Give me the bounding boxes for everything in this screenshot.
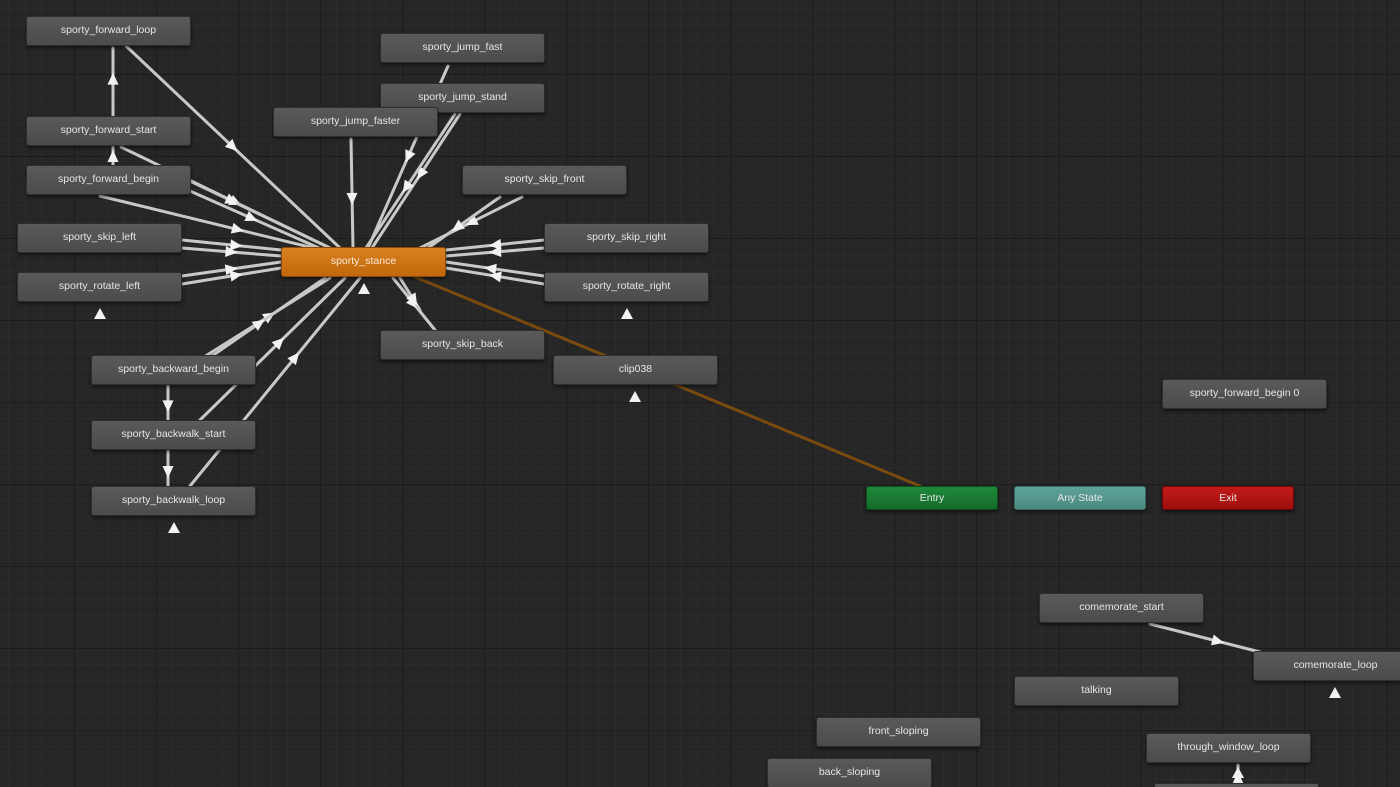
transition-line[interactable] xyxy=(1148,622,1262,654)
self-transition-marker xyxy=(1329,687,1341,698)
transition-line[interactable] xyxy=(198,276,347,422)
transition-arrow-icon xyxy=(224,138,238,152)
state-sporty-jump-fast[interactable]: sporty_jump_fast xyxy=(380,33,545,63)
transition-arrow-icon xyxy=(465,214,479,226)
self-transition-marker xyxy=(358,283,370,294)
transition-arrow-icon xyxy=(224,193,238,204)
transition-line[interactable] xyxy=(426,195,502,250)
transition-arrow-icon xyxy=(405,149,416,163)
transition-arrow-icon xyxy=(244,210,258,222)
state-sporty-backwalk-loop[interactable]: sporty_backwalk_loop xyxy=(91,486,256,516)
transition-arrow-icon xyxy=(107,72,119,85)
self-transition-marker xyxy=(1232,767,1244,778)
transition-line[interactable] xyxy=(370,112,462,250)
state-sporty-forward-begin-0[interactable]: sporty_forward_begin 0 xyxy=(1162,379,1327,409)
transition-arrow-icon xyxy=(451,219,465,232)
self-transition-marker xyxy=(621,308,633,319)
transition-arrow-icon xyxy=(251,319,265,331)
state-talking[interactable]: talking xyxy=(1014,676,1179,706)
transition-line[interactable] xyxy=(188,189,330,254)
self-transition-marker xyxy=(168,522,180,533)
state-sporty-forward-loop[interactable]: sporty_forward_loop xyxy=(26,16,191,46)
any-state-node[interactable]: Any State xyxy=(1014,486,1146,510)
transition-arrow-icon xyxy=(489,246,502,257)
transition-line[interactable] xyxy=(98,194,332,254)
transition-arrow-icon xyxy=(489,271,502,283)
transition-arrow-icon xyxy=(271,337,285,351)
state-sporty-forward-start[interactable]: sporty_forward_start xyxy=(26,116,191,146)
state-sporty-forward-begin[interactable]: sporty_forward_begin xyxy=(26,165,191,195)
transition-line[interactable] xyxy=(188,276,362,488)
transition-line[interactable] xyxy=(364,112,457,250)
transition-arrow-icon xyxy=(1211,634,1225,646)
exit-node[interactable]: Exit xyxy=(1162,486,1294,510)
transition-arrow-icon xyxy=(224,264,238,276)
state-clip038[interactable]: clip038 xyxy=(553,355,718,385)
transition-arrow-icon xyxy=(346,192,358,205)
state-sporty-skip-left[interactable]: sporty_skip_left xyxy=(17,223,182,253)
state-back-sloping[interactable]: back_sloping xyxy=(767,758,932,787)
state-sporty-rotate-left[interactable]: sporty_rotate_left xyxy=(17,272,182,302)
transition-arrow-icon xyxy=(225,246,238,257)
transition-arrow-icon xyxy=(406,292,418,306)
transition-arrow-icon xyxy=(162,400,174,413)
self-transition-marker xyxy=(94,308,106,319)
state-sporty-stance-default[interactable]: sporty_stance xyxy=(281,247,446,277)
state-sporty-skip-right[interactable]: sporty_skip_right xyxy=(544,223,709,253)
transition-arrow-icon xyxy=(489,238,502,250)
state-sporty-skip-back[interactable]: sporty_skip_back xyxy=(380,330,545,360)
state-sporty-backward-begin[interactable]: sporty_backward_begin xyxy=(91,355,256,385)
transition-arrow-icon xyxy=(162,466,174,478)
transition-arrow-icon xyxy=(484,263,497,275)
state-offscreen-partial[interactable] xyxy=(1154,783,1319,787)
state-through-window-loop[interactable]: through_window_loop xyxy=(1146,733,1311,763)
transition-line[interactable] xyxy=(188,179,332,250)
transition-arrow-icon xyxy=(229,239,243,251)
state-comemorate-loop[interactable]: comemorate_loop xyxy=(1253,651,1400,681)
state-sporty-rotate-right[interactable]: sporty_rotate_right xyxy=(544,272,709,302)
state-sporty-skip-front[interactable]: sporty_skip_front xyxy=(462,165,627,195)
state-sporty-backwalk-start[interactable]: sporty_backwalk_start xyxy=(91,420,256,450)
transition-arrow-icon xyxy=(107,150,119,162)
transition-arrow-icon xyxy=(287,352,300,366)
state-comemorate-start[interactable]: comemorate_start xyxy=(1039,593,1204,623)
self-transition-marker xyxy=(629,391,641,402)
state-front-sloping[interactable]: front_sloping xyxy=(816,717,981,747)
state-sporty-jump-faster[interactable]: sporty_jump_faster xyxy=(273,107,438,137)
transition-arrow-icon xyxy=(402,179,414,193)
entry-node[interactable]: Entry xyxy=(866,486,998,510)
transition-arrow-icon xyxy=(230,222,244,234)
transition-arrow-icon xyxy=(229,270,243,282)
